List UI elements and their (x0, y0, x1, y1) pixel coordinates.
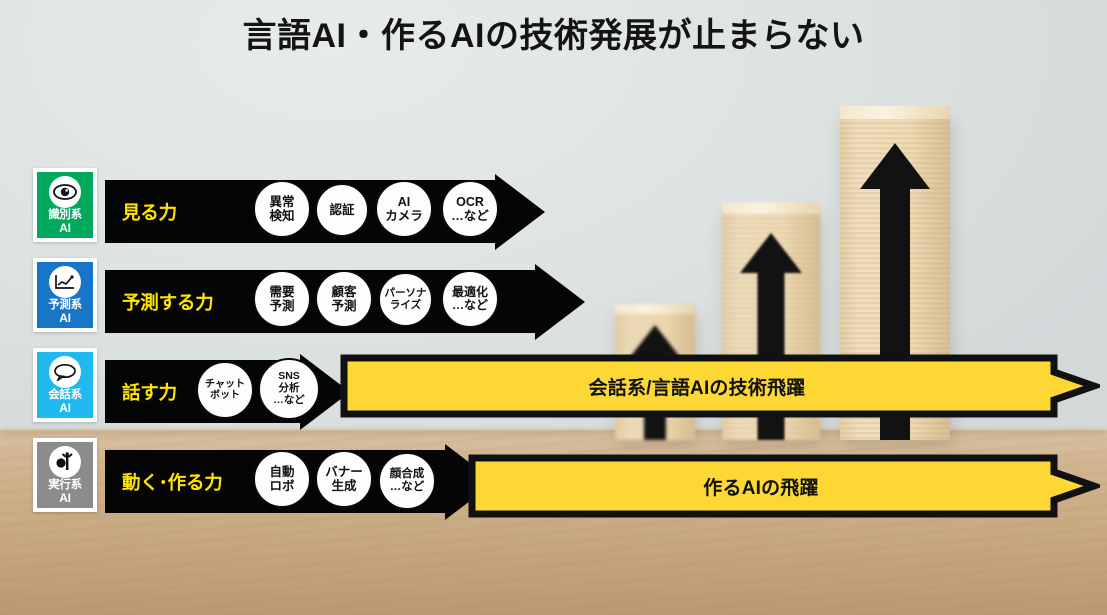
category-label-line1: 識別系 (48, 209, 82, 221)
bubble-line: AI (397, 195, 411, 209)
bubble-line: 予測 (269, 299, 295, 313)
slide-title: 言語AI・作るAIの技術発展が止まらない (242, 17, 865, 55)
bubble-ocr[interactable]: OCR …など (441, 180, 499, 238)
highlight-arrow-language-ai[interactable]: 会話系/言語AIの技術飛躍 (340, 352, 1100, 420)
bubble-line: 予測 (331, 299, 357, 313)
bubble-line: 認証 (329, 203, 355, 217)
bubble-line: バナー (325, 465, 363, 479)
bubble-line: SNS (278, 370, 300, 383)
bubble-line: パーソナ (384, 286, 427, 299)
bubble-line: 顧客 (331, 285, 357, 299)
bubble-line: ボット (210, 390, 240, 401)
bubble-optimization[interactable]: 最適化 …など (441, 270, 499, 328)
bubble-line: …など (451, 209, 489, 223)
bubble-line: 異常 (269, 195, 295, 209)
category-chip-conversation[interactable]: 会話系 AI (33, 348, 97, 422)
category-chip-execution[interactable]: 実行系 AI (33, 438, 97, 512)
bubble-line: ロボ (269, 479, 295, 493)
highlight-arrow-label: 会話系/言語AIの技術飛躍 (588, 377, 806, 399)
bubble-banner-generation[interactable]: バナー 生成 (315, 450, 373, 508)
bubble-customer-forecast[interactable]: 顧客 予測 (315, 270, 373, 328)
bubble-line: …など (273, 393, 305, 406)
bubble-anomaly-detection[interactable]: 異常 検知 (253, 180, 311, 238)
speech-bubble-icon (49, 356, 81, 388)
chart-icon (49, 266, 81, 298)
bubble-sns-analysis[interactable]: SNS 分析 …など (258, 358, 320, 420)
eye-icon (49, 176, 81, 208)
category-label-line2: AI (59, 220, 71, 235)
bubble-demand-forecast[interactable]: 需要 予測 (253, 270, 311, 328)
bubble-line: 分析 (278, 382, 300, 395)
category-label-line2: AI (59, 400, 71, 415)
bubble-chatbot[interactable]: チャット ボット (196, 361, 254, 419)
category-label-line1: 会話系 (48, 389, 82, 401)
category-label-line2: AI (59, 310, 71, 325)
category-chip-recognition[interactable]: 識別系 AI (33, 168, 97, 242)
background-table-edge (0, 430, 1107, 438)
capability-label-see: 見る力 (122, 202, 177, 223)
bubble-line: 自動 (269, 465, 295, 479)
category-label-line1: 実行系 (48, 479, 82, 491)
bubble-line: 最適化 (451, 284, 488, 299)
robot-person-icon (49, 446, 81, 478)
highlight-arrow-generative-ai[interactable]: 作るAIの飛躍 (468, 452, 1100, 520)
bubble-line: …など (389, 481, 425, 493)
bubble-line: カメラ (385, 209, 423, 223)
bubble-personalize[interactable]: パーソナ ライズ (378, 272, 433, 327)
bubble-line: 顔合成 (389, 468, 425, 481)
bubble-line: 検知 (269, 209, 295, 223)
bubble-auto-robot[interactable]: 自動 ロボ (253, 450, 311, 508)
category-label-line1: 予測系 (48, 299, 82, 311)
capability-label-predict: 予測する力 (122, 292, 214, 313)
capability-label-speak: 話す力 (122, 382, 177, 403)
bubble-line: 需要 (269, 285, 295, 299)
bubble-line: OCR (456, 195, 484, 209)
bubble-face-synthesis[interactable]: 顔合成 …など (378, 452, 436, 510)
capability-label-move-create: 動く･作る力 (122, 472, 223, 493)
bubble-ai-camera[interactable]: AI カメラ (375, 180, 433, 238)
category-label-line2: AI (59, 490, 71, 505)
category-chip-prediction[interactable]: 予測系 AI (33, 258, 97, 332)
bubble-line: ライズ (389, 298, 422, 311)
bubble-authentication[interactable]: 認証 (315, 183, 369, 237)
bubble-line: チャット (205, 378, 245, 390)
highlight-arrow-label: 作るAIの飛躍 (703, 477, 819, 499)
bubble-line: …など (451, 298, 488, 312)
bubble-line: 生成 (331, 479, 357, 493)
